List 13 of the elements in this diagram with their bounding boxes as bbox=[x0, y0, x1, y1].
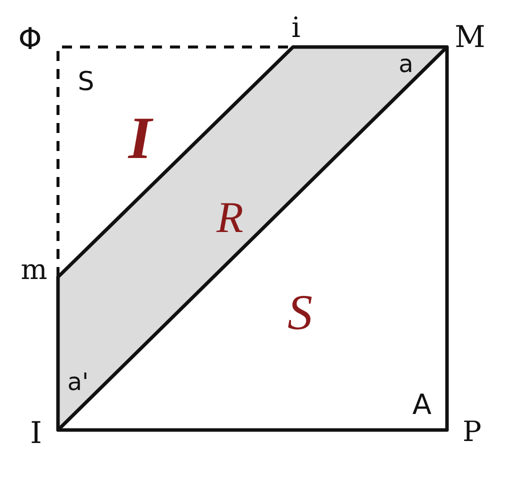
point-label: A bbox=[412, 391, 432, 419]
point-label: S bbox=[78, 69, 94, 95]
point-label: M bbox=[454, 23, 486, 53]
region-label: R bbox=[216, 196, 244, 240]
point-label: a' bbox=[67, 370, 89, 394]
point-label: I bbox=[30, 419, 42, 449]
point-label: Φ bbox=[18, 25, 42, 55]
point-label: P bbox=[462, 418, 482, 446]
point-label: i bbox=[292, 14, 300, 42]
region-label: I bbox=[128, 108, 152, 168]
region-label: S bbox=[288, 287, 312, 337]
point-label: m bbox=[20, 256, 48, 284]
point-label: a bbox=[398, 52, 414, 76]
